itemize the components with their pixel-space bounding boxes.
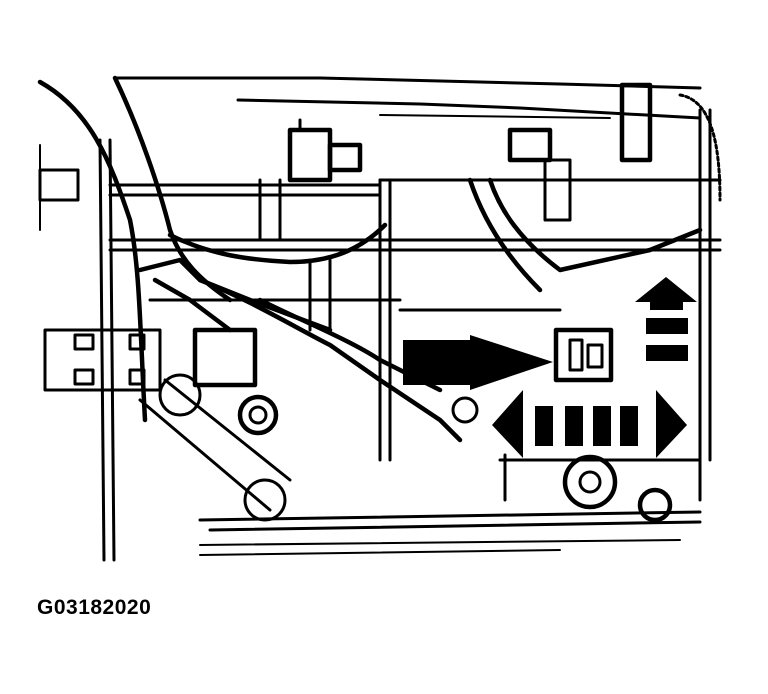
figure-code: G03182020: [37, 596, 152, 619]
connector: [553, 327, 614, 383]
pointer-arrow-icon: [403, 335, 553, 390]
engine-body-lines: [37, 75, 722, 562]
left-right-arrow-icon: [492, 390, 687, 458]
up-arrow-icon: [635, 277, 697, 361]
